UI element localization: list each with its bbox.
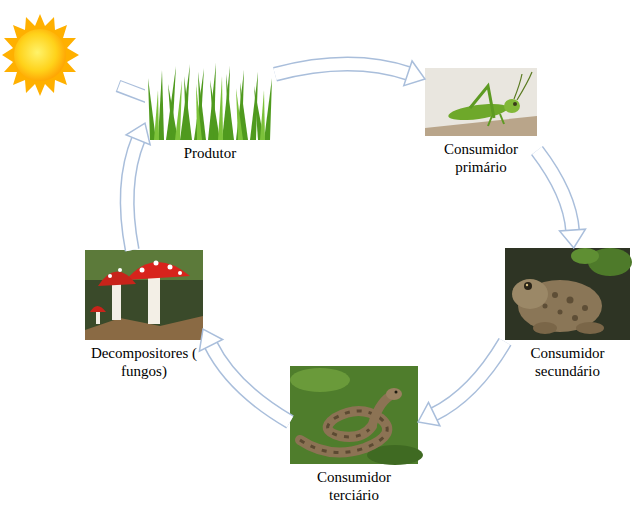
energy-flow-arrow (275, 61, 425, 86)
arrow-head (199, 329, 222, 351)
arrow-outline (275, 64, 409, 74)
food-chain-node: Decompositores ( fungos) (85, 250, 203, 382)
picture-space (290, 366, 418, 464)
trophic-level-label: Decompositores ( fungos) (85, 344, 203, 380)
trophic-level-label: Consumidor secundário (518, 344, 618, 380)
trophic-level-label: Produtor (184, 144, 237, 162)
toad-picture (505, 248, 632, 340)
food-chain-node: Consumidor terciário (290, 366, 418, 506)
trophic-level-label: Consumidor primário (431, 140, 531, 176)
food-chain-node: Produtor (145, 62, 275, 164)
energy-flow-arrow (199, 329, 290, 422)
arrow-outline (537, 151, 573, 232)
picture-space (505, 248, 630, 340)
arrow-body (433, 342, 505, 415)
arrow-body (537, 151, 573, 232)
mushroom-picture (85, 250, 203, 340)
energy-flow-arrow (418, 342, 505, 426)
energy-flow-arrow (537, 151, 585, 249)
arrow-head (126, 123, 150, 145)
arrow-head (404, 61, 425, 86)
arrow-outline (211, 344, 290, 422)
arrow-head (418, 402, 440, 425)
snake-picture (290, 366, 423, 465)
arrow-body (127, 139, 138, 250)
sun-illustration (2, 14, 79, 96)
arrow-body (275, 64, 409, 74)
picture-space (425, 68, 537, 136)
food-chain-node: Consumidor secundário (505, 248, 630, 382)
picture-space (85, 250, 203, 340)
trophic-level-label: Consumidor terciário (304, 468, 404, 504)
arrow-body (211, 344, 290, 422)
grasshopper-picture (425, 68, 537, 136)
picture-space (145, 62, 275, 140)
energy-flow-arrow (126, 123, 150, 250)
arrow-outline (127, 139, 138, 250)
grass-picture (145, 62, 275, 140)
food-chain-node: Consumidor primário (425, 68, 537, 178)
arrow-head (560, 229, 586, 248)
arrow-outline (433, 342, 505, 415)
